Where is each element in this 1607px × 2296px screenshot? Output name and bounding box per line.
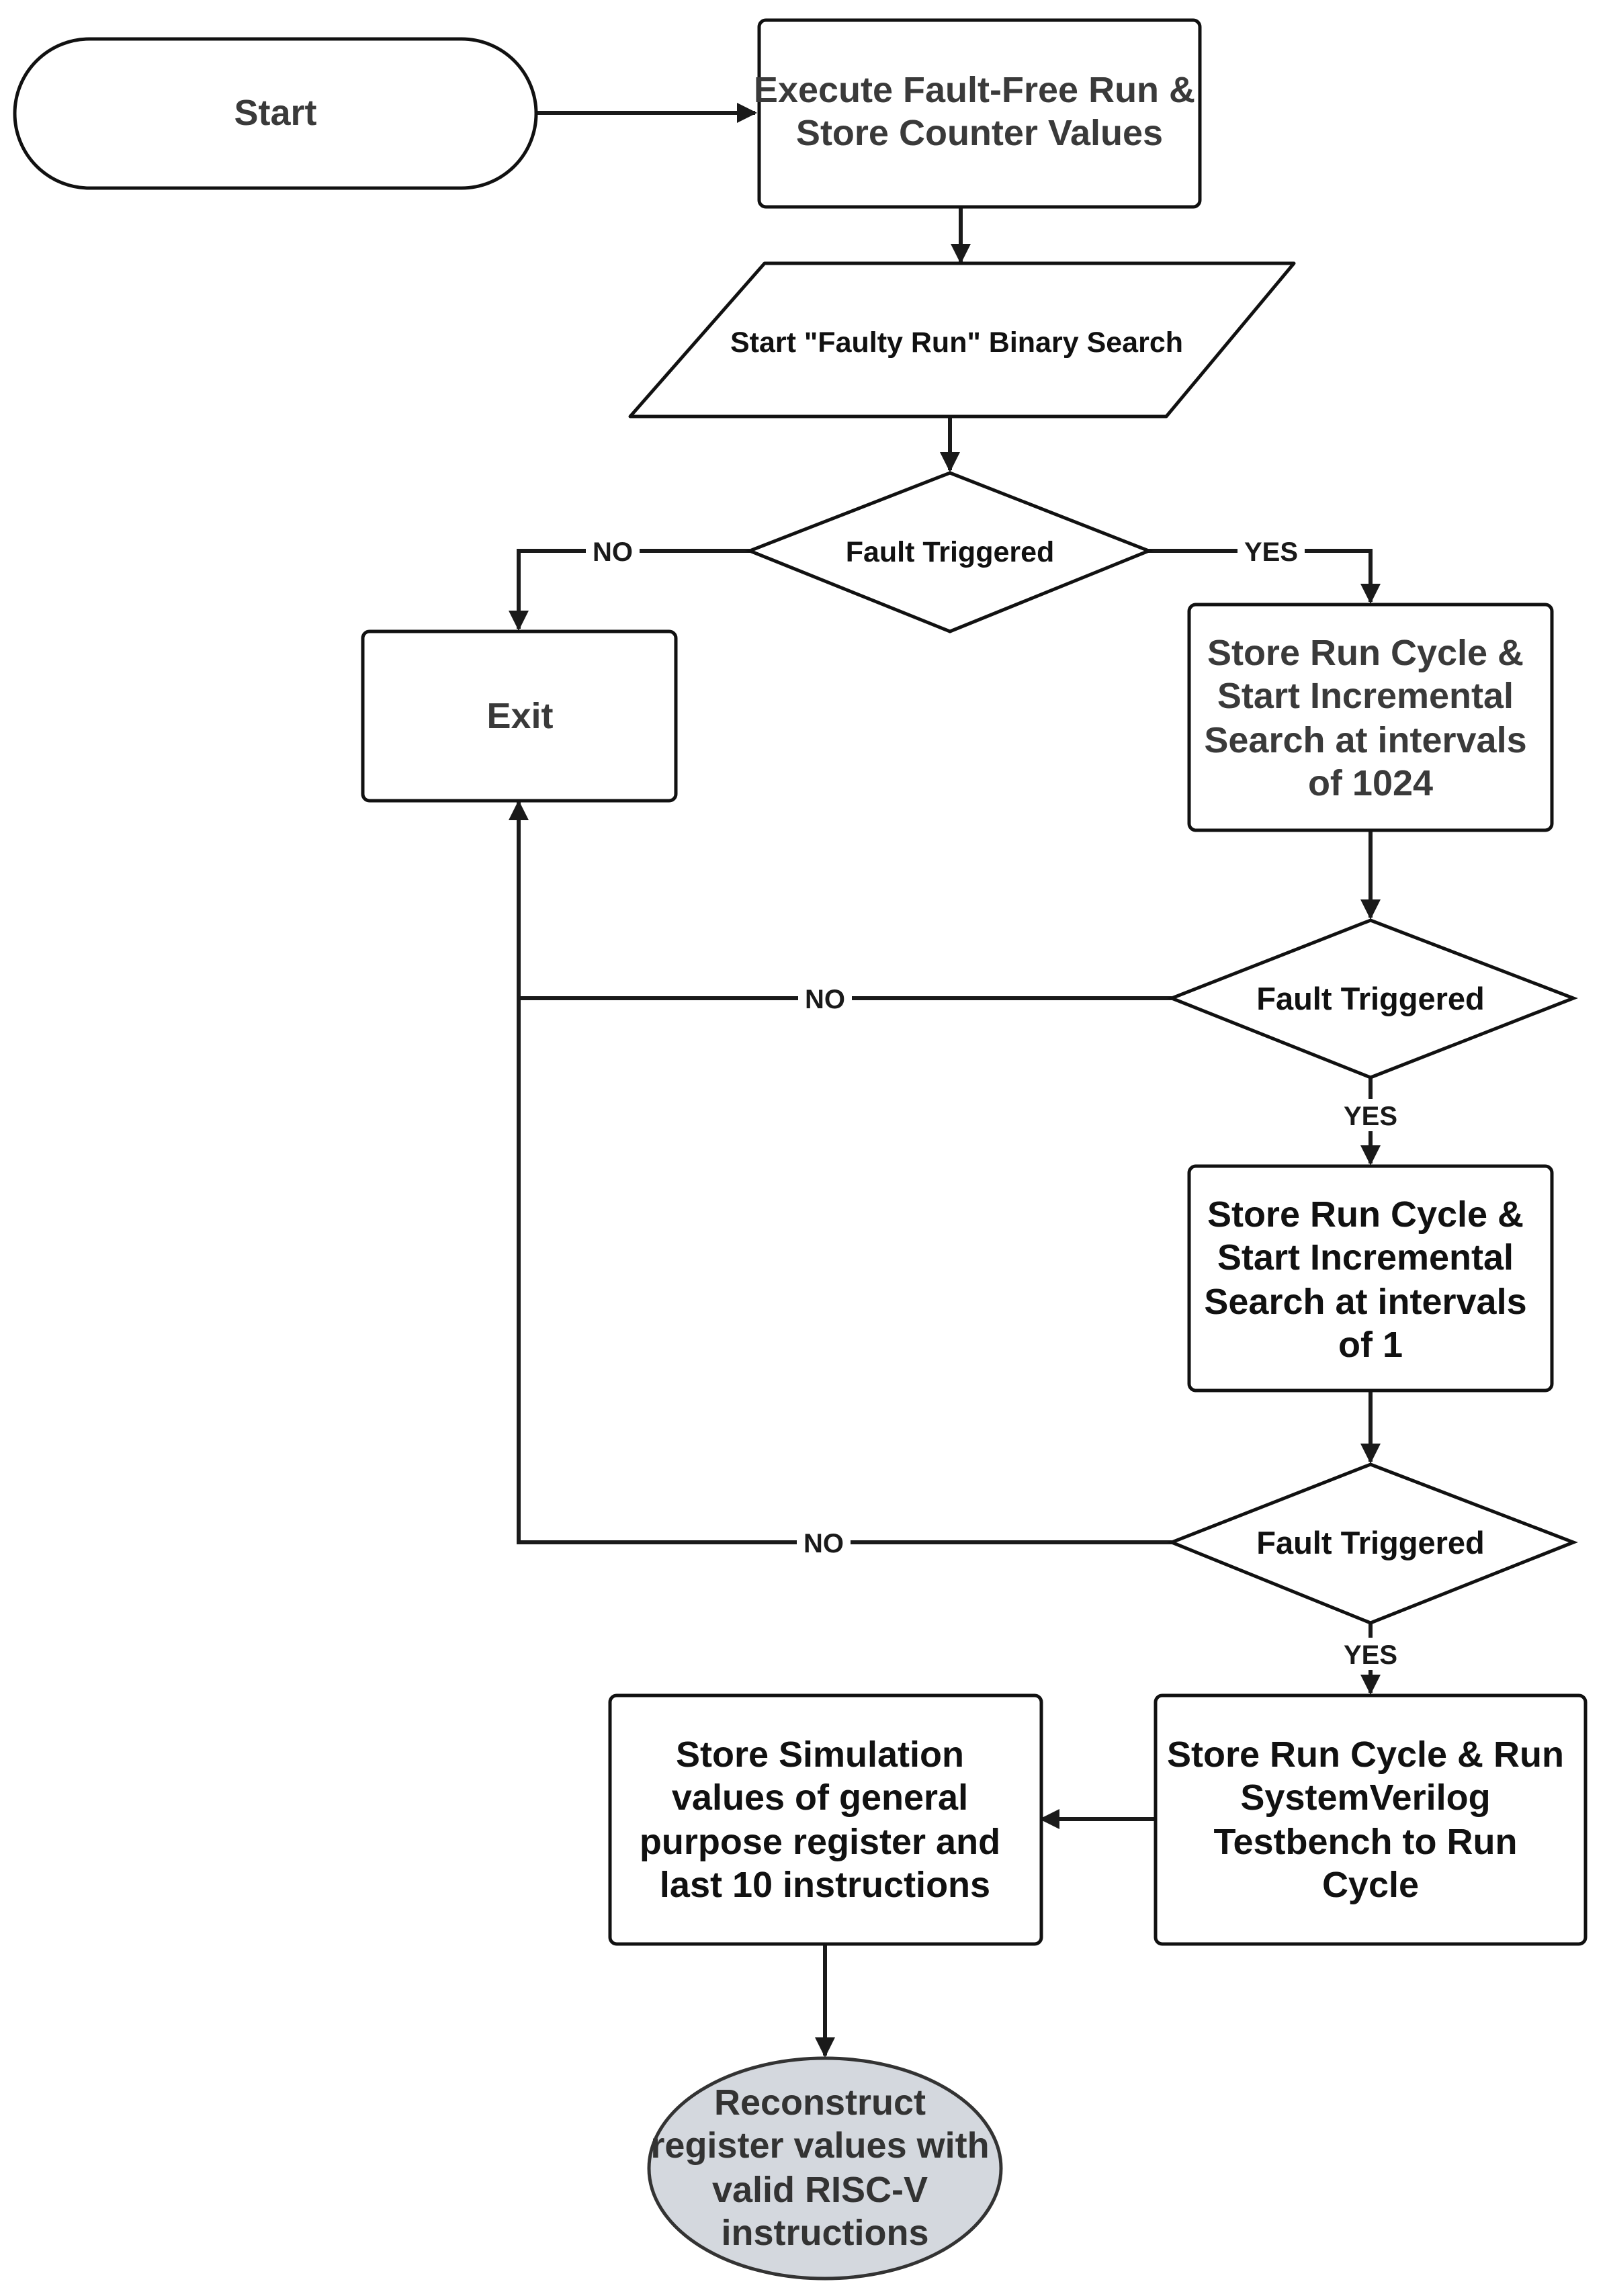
reconstruct-terminal xyxy=(647,2056,1003,2281)
reconstruct-label: Reconstruct register values with valid R… xyxy=(650,2082,999,2253)
store-sv-line: Testbench to Run xyxy=(1213,1822,1517,1862)
store-1-line: Search at intervals xyxy=(1204,1282,1526,1322)
fault-free-process xyxy=(757,18,1202,209)
store-sim-line: last 10 instructions xyxy=(660,1865,990,1905)
reconstruct-line: instructions xyxy=(721,2213,928,2253)
reconstruct-line: Reconstruct xyxy=(714,2082,926,2123)
store-1-label: Store Run Cycle & Start Incremental Sear… xyxy=(1204,1194,1536,1365)
decision3-label: Fault Triggered xyxy=(1256,1525,1485,1560)
store-sv-process xyxy=(1154,1693,1588,1946)
store-1024-line: Store Run Cycle & xyxy=(1207,633,1524,673)
store-sim-line: purpose register and xyxy=(640,1822,1000,1862)
store-1024-process xyxy=(1187,603,1554,832)
exit-process xyxy=(361,629,678,803)
decision1-diamond xyxy=(745,471,1154,633)
edge-decision1-yes-to-store-1024 xyxy=(1147,549,1381,604)
start-terminal xyxy=(13,37,538,190)
decision3-no-label: NO xyxy=(804,1529,844,1558)
binary-search-io xyxy=(628,261,1296,418)
binary-search-label: Start "Faulty Run" Binary Search xyxy=(730,326,1183,359)
connectors xyxy=(509,103,1381,2058)
store-sim-line: values of general xyxy=(672,1777,968,1818)
decision1-yes-label: YES xyxy=(1244,537,1298,567)
edge-labels: NO YES NO YES NO YES xyxy=(586,535,1404,1670)
edge-decision2-no-to-exit xyxy=(509,800,1172,1000)
store-1024-line: Start Incremental xyxy=(1217,676,1514,716)
fault-free-line: Store Counter Values xyxy=(796,113,1163,153)
store-1024-label: Store Run Cycle & Start Incremental Sear… xyxy=(1204,633,1536,803)
store-sim-line: Store Simulation xyxy=(676,1734,964,1775)
store-sv-line: Store Run Cycle & Run xyxy=(1167,1734,1564,1775)
exit-label: Exit xyxy=(486,696,553,736)
decision3-yes-label: YES xyxy=(1344,1640,1397,1670)
decision2-yes-label: YES xyxy=(1344,1102,1397,1131)
decision3-diamond xyxy=(1167,1462,1578,1625)
decision1-label: Fault Triggered xyxy=(846,536,1055,568)
start-label: Start xyxy=(234,93,316,133)
store-1-process xyxy=(1187,1164,1554,1393)
nodes xyxy=(13,18,1588,2281)
reconstruct-line: register values with xyxy=(650,2125,989,2166)
decision2-diamond xyxy=(1167,918,1578,1079)
edge-decision1-no-to-exit xyxy=(509,549,750,631)
store-1024-line: Search at intervals xyxy=(1204,720,1526,760)
decision2-label: Fault Triggered xyxy=(1256,981,1485,1016)
store-sim-label: Store Simulation values of general purpo… xyxy=(640,1734,1010,1905)
store-sv-line: Cycle xyxy=(1322,1865,1419,1905)
node-labels: Start Execute Fault-Free Run & Store Cou… xyxy=(234,70,1574,2253)
store-1024-line: of 1024 xyxy=(1308,763,1433,803)
store-sim-process xyxy=(608,1693,1043,1946)
fault-free-label: Execute Fault-Free Run & Store Counter V… xyxy=(754,70,1205,153)
store-1-line: Store Run Cycle & xyxy=(1207,1194,1524,1235)
store-sv-line: SystemVerilog xyxy=(1240,1777,1490,1818)
decision1-no-label: NO xyxy=(593,537,633,567)
store-1-line: of 1 xyxy=(1338,1325,1403,1365)
decision2-no-label: NO xyxy=(805,985,845,1014)
store-1-line: Start Incremental xyxy=(1217,1237,1514,1278)
edge-decision3-no-to-exit xyxy=(517,998,1172,1544)
fault-free-line: Execute Fault-Free Run & xyxy=(754,70,1195,110)
store-sv-label: Store Run Cycle & Run SystemVerilog Test… xyxy=(1167,1734,1574,1905)
reconstruct-line: valid RISC-V xyxy=(712,2170,928,2210)
